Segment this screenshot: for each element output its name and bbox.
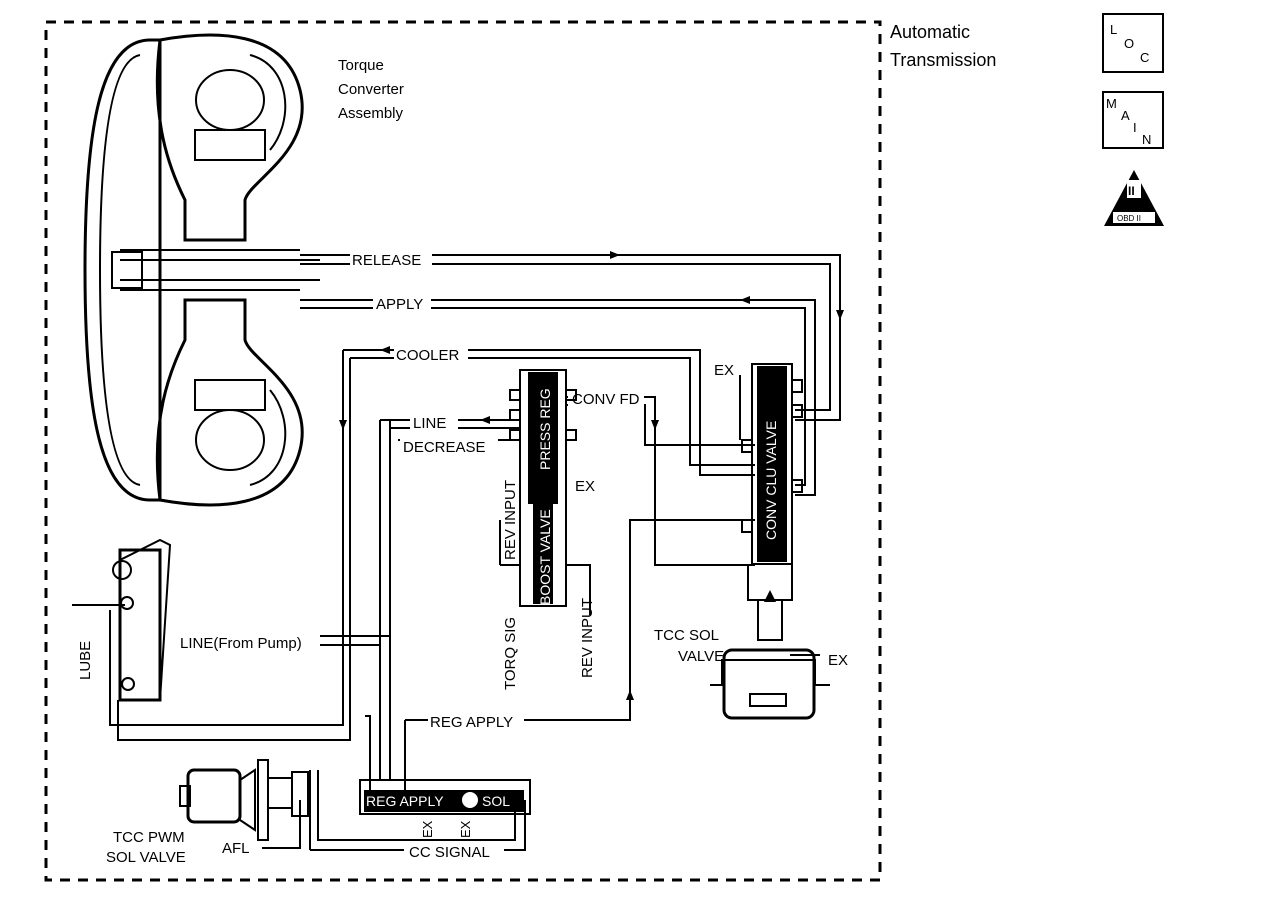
svg-text:N: N [1142,132,1151,147]
torque-converter-label-3: Assembly [338,105,404,122]
conv-clu-valve-text: CONV CLU VALVE [763,421,779,540]
reg-apply-valve-text: REG APPLY [366,793,444,809]
tcc-sol-label-2: VALVE [678,648,724,665]
conv-clu-valve: CONV CLU VALVE [741,363,803,565]
svg-text:II: II [1128,184,1135,198]
conv-fd-label: CONV FD [572,391,640,408]
torque-converter-label-2: Converter [338,81,404,98]
ex-label-press-reg: EX [575,478,595,495]
torq-sig-label: TORQ SIG [502,617,519,690]
tcc-sol-label-1: TCC SOL [654,627,719,644]
press-reg-boost-valve: PRESS REG BOOST VALVE [499,369,591,615]
apply-label: APPLY [376,296,423,313]
line-from-pump-label: LINE(From Pump) [180,635,302,652]
tcc-sol-valve [710,565,830,720]
main-badge: M A I N [1102,91,1164,149]
svg-text:OBD II: OBD II [1117,214,1141,223]
svg-text:O: O [1124,36,1134,51]
reg-apply-valve: REG APPLY SOL [359,779,531,815]
cc-signal-label: CC SIGNAL [409,844,490,861]
cooler-radiator [112,538,172,702]
afl-label: AFL [222,840,250,857]
loc-badge: L O C [1102,13,1164,73]
tcc-pwm-label-2: SOL VALVE [106,849,186,866]
line-labels: RELEASE APPLY COOLER LINE DECREASE CONV … [77,250,848,866]
tcc-pwm-sol-valve [179,759,309,841]
lube-label: LUBE [77,641,94,680]
rev-input-label-2: REV INPUT [579,598,596,678]
boost-valve-text: BOOST VALVE [537,509,553,605]
ex-label-reg-2: EX [458,820,473,838]
svg-text:I: I [1133,120,1137,135]
hydraulic-lines [72,254,841,851]
reg-apply-label: REG APPLY [430,714,513,731]
rev-input-label-1: REV INPUT [502,480,519,560]
sol-text: SOL [482,793,510,809]
svg-text:A: A [1121,108,1130,123]
obd-ii-triangle-icon: II OBD II [1104,170,1164,226]
svg-text:M: M [1106,96,1117,111]
ex-label-conv: EX [714,362,734,379]
svg-text:C: C [1140,50,1149,65]
svg-text:L: L [1110,22,1117,37]
diagram-boundary [44,20,882,882]
title-automatic: Automatic [890,22,970,42]
torque-converter-assembly: Torque Converter Assembly [83,33,404,507]
tcc-pwm-label-1: TCC PWM [113,829,185,846]
flow-arrows [339,251,844,700]
cooler-label: COOLER [396,347,460,364]
press-reg-text: PRESS REG [537,388,553,470]
ex-label-reg-1: EX [420,820,435,838]
decrease-label: DECREASE [403,439,486,456]
line-label: LINE [413,415,446,432]
ex-label-tcc: EX [828,652,848,669]
title-transmission: Transmission [890,50,996,70]
torque-converter-label-1: Torque [338,57,384,74]
release-label: RELEASE [352,252,421,269]
